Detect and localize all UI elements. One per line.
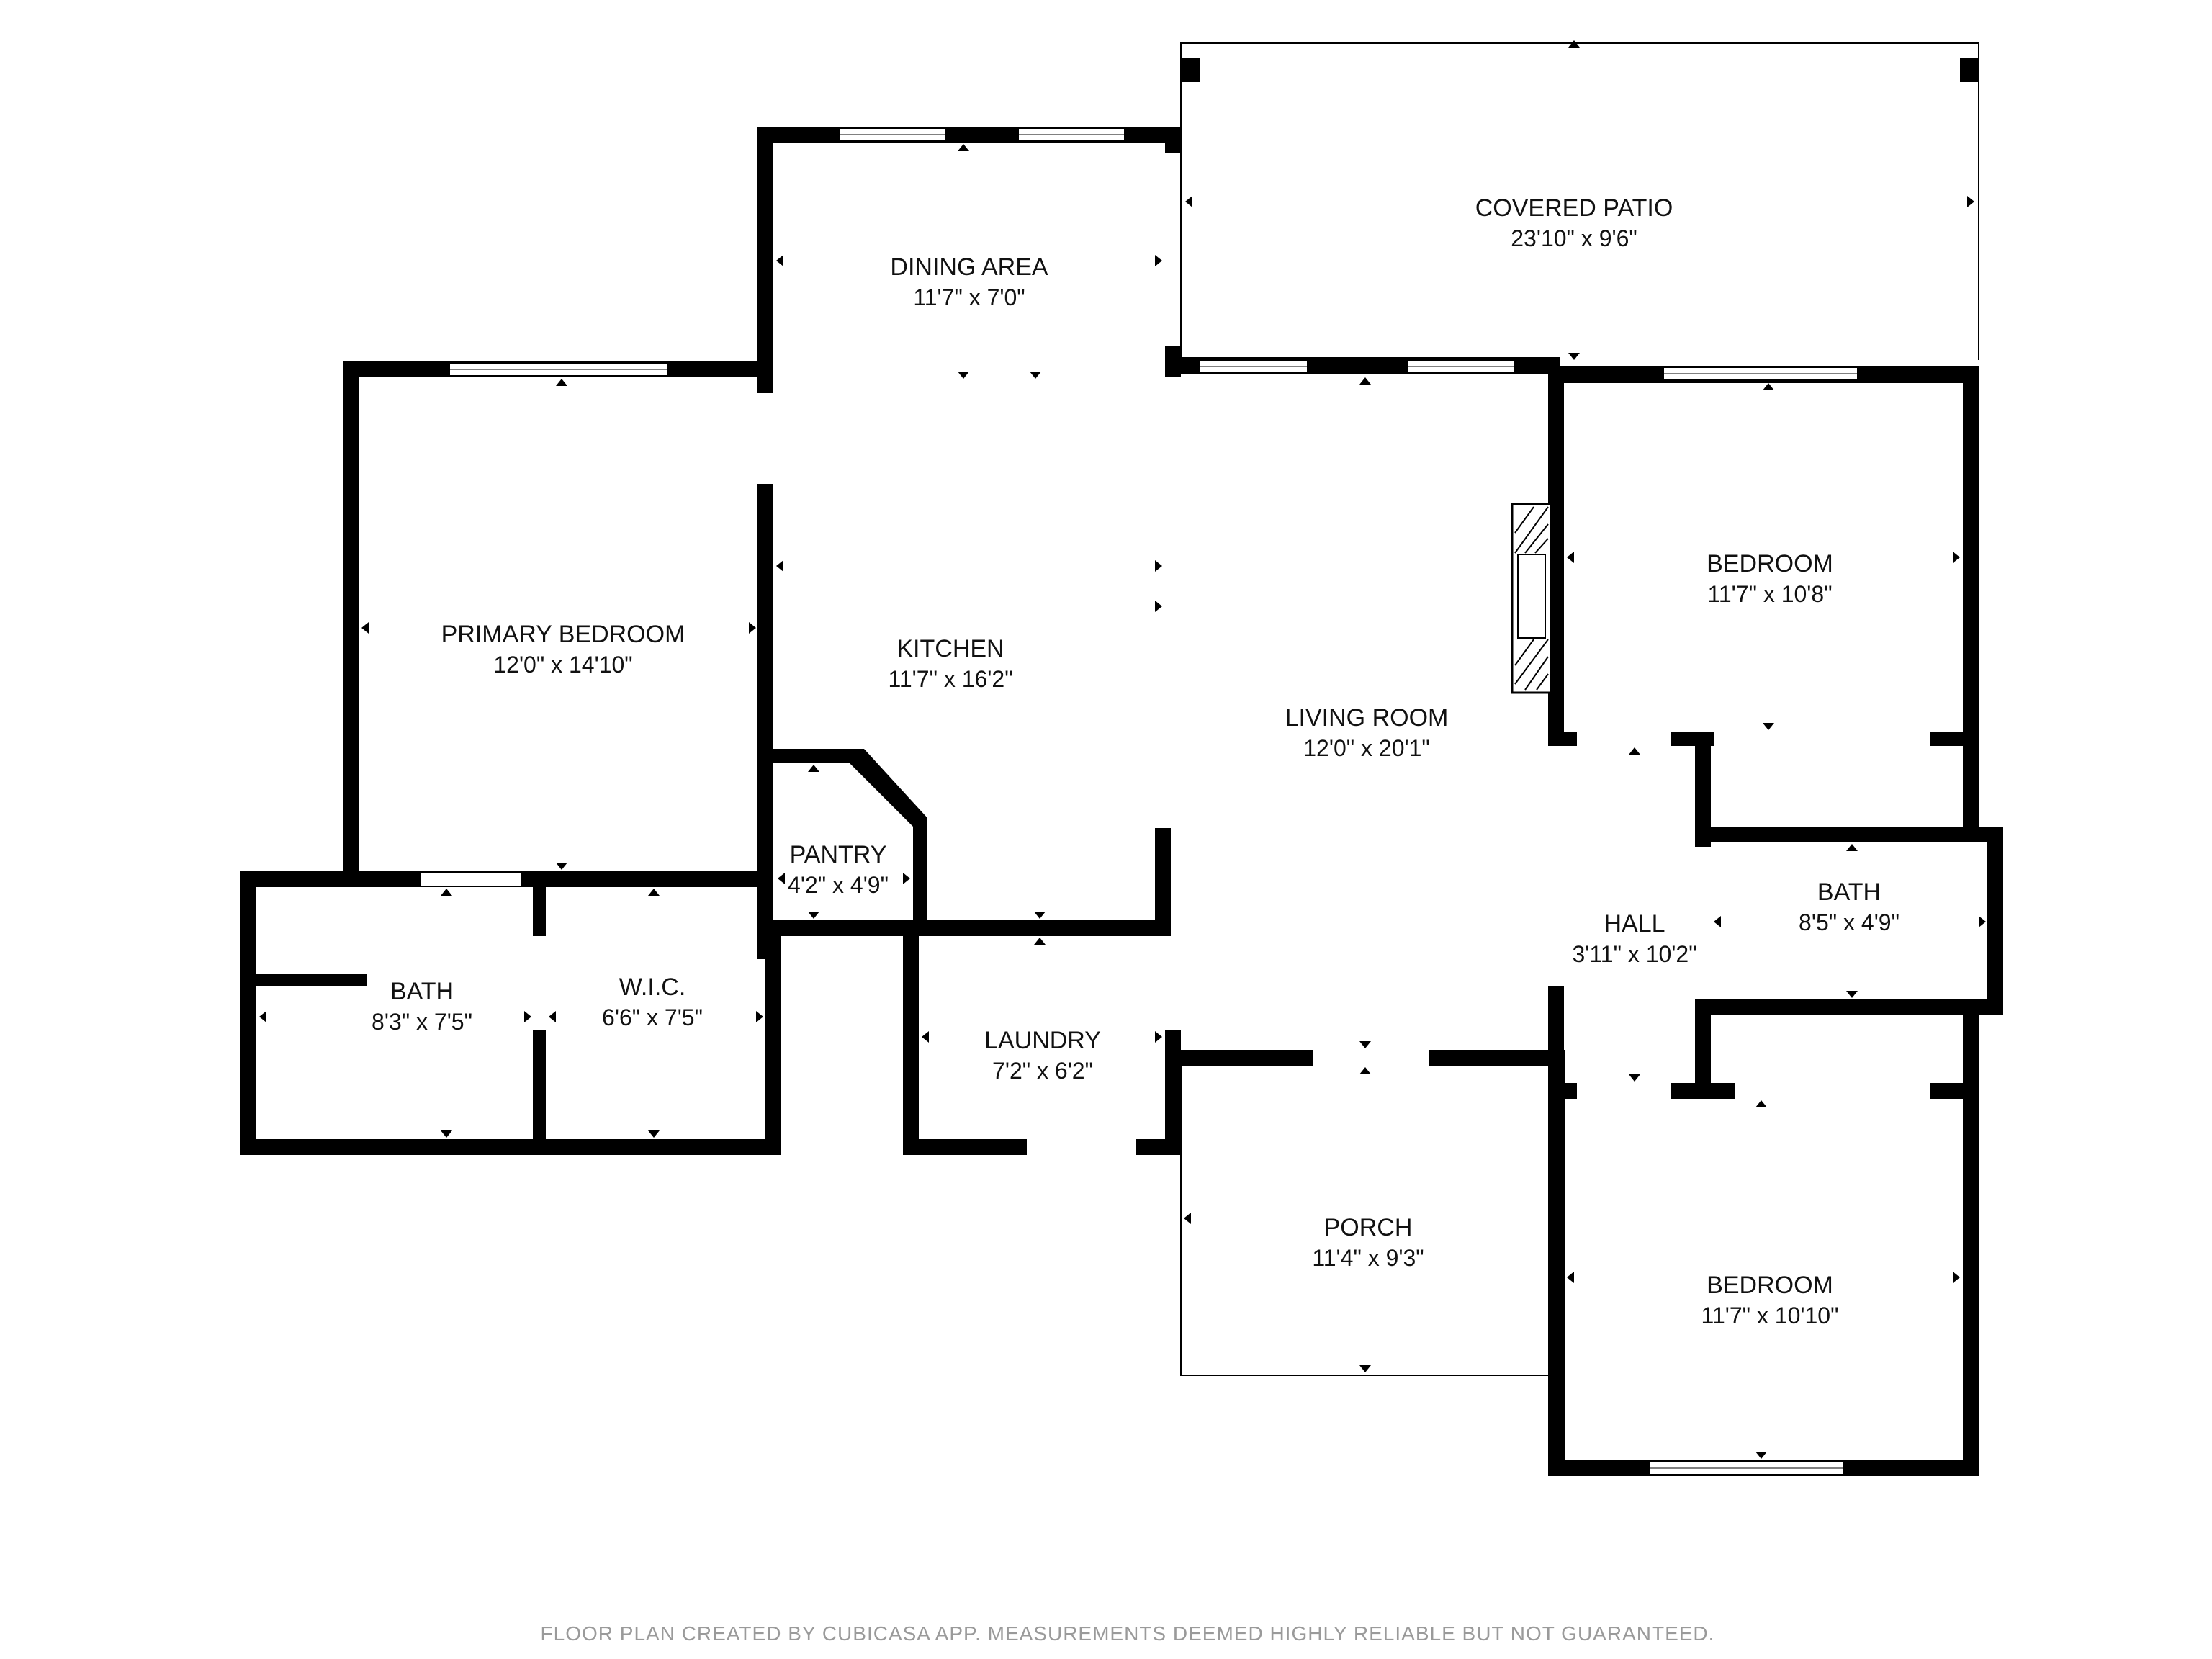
- room-bedroom-upper: BEDROOM 11'7" x 10'8": [1707, 550, 1833, 607]
- room-dimensions: 6'6" x 7'5": [602, 1004, 703, 1030]
- room-name: KITCHEN: [896, 635, 1004, 662]
- room-wic: W.I.C. 6'6" x 7'5": [602, 974, 703, 1030]
- room-name: W.I.C.: [619, 974, 686, 1001]
- room-dimensions: 4'2" x 4'9": [788, 872, 889, 898]
- room-dimensions: 11'7" x 10'10": [1701, 1303, 1839, 1328]
- disclaimer-footer: FLOOR PLAN CREATED BY CUBICASA APP. MEAS…: [541, 1622, 1715, 1645]
- room-primary-bedroom: PRIMARY BEDROOM 12'0" x 14'10": [441, 621, 685, 678]
- room-laundry: LAUNDRY 7'2" x 6'2": [984, 1027, 1101, 1084]
- room-dimensions: 11'7" x 16'2": [888, 666, 1012, 692]
- room-name: BATH: [390, 978, 454, 1005]
- room-name: PRIMARY BEDROOM: [441, 621, 685, 648]
- room-name: BATH: [1817, 878, 1881, 906]
- room-bath-hall: BATH 8'5" x 4'9": [1799, 878, 1899, 935]
- door-openings: [421, 153, 1930, 1154]
- room-hall: HALL 3'11" x 10'2": [1572, 910, 1696, 967]
- room-dimensions: 11'4" x 9'3": [1312, 1245, 1424, 1271]
- room-name: BEDROOM: [1707, 1272, 1833, 1299]
- room-name: DINING AREA: [890, 253, 1048, 281]
- room-name: BEDROOM: [1707, 550, 1833, 577]
- room-dimensions: 7'2" x 6'2": [992, 1058, 1093, 1084]
- measurement-ticks: [259, 40, 1986, 1459]
- room-pantry: PANTRY 4'2" x 4'9": [788, 841, 889, 898]
- room-dimensions: 3'11" x 10'2": [1572, 941, 1696, 967]
- room-dining-area: DINING AREA 11'7" x 7'0": [890, 253, 1048, 310]
- room-name: COVERED PATIO: [1475, 194, 1673, 222]
- room-bedroom-lower: BEDROOM 11'7" x 10'10": [1701, 1272, 1839, 1328]
- room-dimensions: 23'10" x 9'6": [1511, 225, 1637, 251]
- room-dimensions: 8'5" x 4'9": [1799, 909, 1899, 935]
- room-covered-patio: COVERED PATIO 23'10" x 9'6": [1475, 194, 1673, 251]
- fireplace: [1511, 503, 1552, 694]
- room-porch: PORCH 11'4" x 9'3": [1312, 1214, 1424, 1271]
- covered-patio-outline: [1180, 42, 1979, 360]
- porch-outline: [1180, 1066, 1560, 1376]
- room-name: PORCH: [1324, 1214, 1413, 1241]
- room-dimensions: 11'7" x 10'8": [1707, 581, 1832, 607]
- room-living-room: LIVING ROOM 12'0" x 20'1": [1285, 704, 1449, 761]
- room-dimensions: 8'3" x 7'5": [372, 1009, 472, 1035]
- windows: [449, 127, 1858, 1475]
- room-dimensions: 11'7" x 7'0": [913, 284, 1025, 310]
- room-name: LIVING ROOM: [1285, 704, 1449, 732]
- room-kitchen: KITCHEN 11'7" x 16'2": [888, 635, 1012, 692]
- room-name: HALL: [1604, 910, 1665, 938]
- room-dimensions: 12'0" x 14'10": [493, 652, 632, 678]
- room-name: LAUNDRY: [984, 1027, 1101, 1054]
- room-name: PANTRY: [790, 841, 887, 868]
- room-dimensions: 12'0" x 20'1": [1303, 735, 1430, 761]
- room-bath-primary: BATH 8'3" x 7'5": [372, 978, 472, 1035]
